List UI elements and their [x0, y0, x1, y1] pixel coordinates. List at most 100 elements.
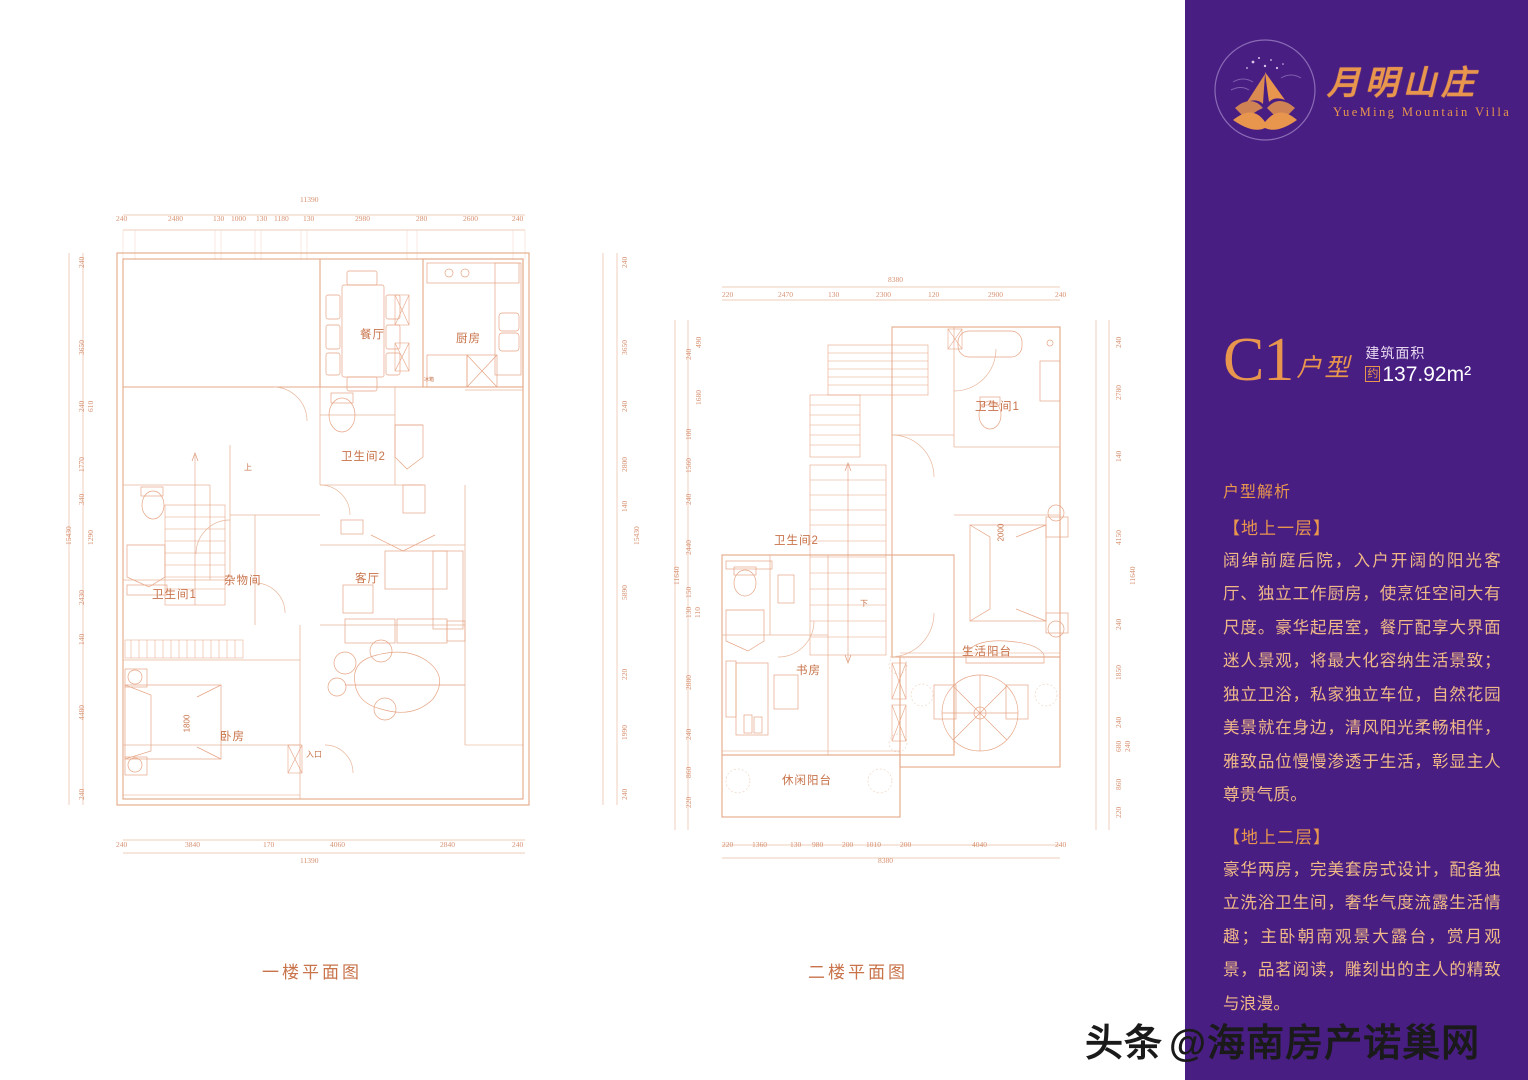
floor1-fridge-label: 冰箱	[424, 377, 435, 383]
floor2-dim-right-6: 240	[1114, 716, 1123, 728]
floor2-dim-right-4: 240	[1114, 618, 1123, 630]
floor2-dim-right-8: 240	[1123, 740, 1132, 752]
floor2-dim-bottom-7: 4040	[972, 840, 987, 849]
floor2-dim-right-3: 4150	[1114, 530, 1123, 545]
floor1-dim-right-7: 1990	[620, 725, 629, 740]
floor1-dim-bottom-4: 2840	[440, 840, 455, 849]
floor1-stair-up-indicator: 上	[244, 463, 252, 472]
floor2-bed-width-dim: 2000	[996, 523, 1006, 542]
brand-logo: 月明山庄 YueMing Mountain Villa	[1213, 34, 1513, 146]
floor1-dim-bottom-0: 240	[116, 840, 128, 849]
floor2-dim-bottom-1: 1360	[752, 840, 767, 849]
brand-name-en: YueMing Mountain Villa	[1333, 105, 1512, 120]
floor1-dim-left-9: 4480	[77, 705, 86, 720]
floor1-dim-right-5: 5890	[620, 585, 629, 600]
floor2-dim-top-5: 2900	[988, 290, 1003, 299]
floor2-dim-right-0: 240	[1114, 336, 1123, 348]
floor1-dim-left-3: 610	[86, 400, 95, 412]
description-heading: 户型解析	[1223, 484, 1292, 501]
section-head-floor2: 【地上二层】	[1223, 827, 1331, 847]
floor2-dim-top-0: 220	[722, 290, 734, 299]
floor2-dim-left-2: 1680	[694, 390, 703, 405]
watermark-account: 海南房产诺巢网	[1207, 1023, 1481, 1065]
unit-description: 户型解析 【地上一层】 阔绰前庭后院，入户开阔的阳光客厅、独立工作厨房，使烹饪空…	[1223, 478, 1501, 1021]
floor2-dim-left-7: 130	[684, 606, 693, 618]
area-label: 建筑面积	[1365, 344, 1426, 361]
floor1-dim-left-2: 240	[77, 400, 86, 412]
area-unit: m²	[1446, 362, 1472, 386]
watermark-handle: @海南房产诺巢网	[1169, 1012, 1480, 1067]
floor1-dim-left-7: 2430	[77, 590, 86, 605]
brand-info-panel: 月明山庄 YueMing Mountain Villa C1 户型 建筑面积 约…	[1185, 0, 1528, 1080]
section-head-floor1: 【地上一层】	[1223, 519, 1331, 538]
floor2-dim-top-3: 2300	[876, 290, 891, 299]
floor2-dim-right-1: 2780	[1114, 385, 1123, 400]
floor2-dim-right-5: 1850	[1114, 665, 1123, 680]
floor1-dim-total-bottom: 11390	[300, 856, 319, 865]
floor2-dim-top-2: 130	[828, 290, 840, 299]
floor2-dim-bottom-4: 200	[842, 840, 854, 849]
floor1-dim-bottom-3: 4060	[330, 840, 345, 849]
floor2-dim-left-0: 490	[694, 336, 703, 348]
floor2-dim-left-1: 240	[684, 348, 693, 360]
floor1-dim-top-3: 1000	[231, 214, 246, 223]
floor1-dim-right-8: 240	[620, 788, 629, 800]
floor1-label-entrance: 入口	[306, 750, 322, 759]
floor2-dim-left-12: 860	[684, 766, 693, 778]
floor2-dim-bottom-2: 130	[790, 840, 802, 849]
floor1-dim-top-4: 130	[256, 214, 268, 223]
area-approx-badge: 约	[1365, 365, 1381, 382]
floor1-dim-top-7: 2980	[355, 214, 370, 223]
floor1-dim-right-3: 2800	[620, 457, 629, 472]
floor1-dim-top-10: 240	[512, 214, 524, 223]
floor2-dim-left-11: 240	[684, 728, 693, 740]
section-body-floor2: 豪华两房，完美套房式设计，配备独立洗浴卫生间，奢华气度流露生活情趣；主卧朝南观景…	[1223, 860, 1501, 1013]
floor1-dim-top-6: 130	[303, 214, 315, 223]
floor1-dim-left-5: 340	[77, 493, 86, 505]
floor2-room-bathroom1: 卫生间1	[975, 401, 1020, 413]
floor2-dim-right-10: 220	[1114, 806, 1123, 818]
floor1-room-dining: 餐厅	[360, 329, 385, 341]
floor1-dim-top-5: 1180	[274, 214, 289, 223]
floor2-dim-left-10: 2880	[684, 675, 693, 690]
floor2-dim-top-4: 120	[928, 290, 940, 299]
floor1-dim-right-4: 140	[620, 500, 629, 512]
floor1-dim-total-top: 11390	[300, 195, 319, 204]
watermark: 头条 @海南房产诺巢网	[1085, 1012, 1480, 1067]
floor2-dim-right-7: 680	[1114, 740, 1123, 752]
floor2-room-bathroom2: 卫生间2	[774, 535, 819, 547]
floor1-dim-top-0: 240	[116, 214, 128, 223]
floor1-room-bathroom1: 卫生间1	[152, 589, 197, 601]
floor2-dim-left-3: 100	[684, 428, 693, 440]
section-body-floor1: 阔绰前庭后院，入户开阔的阳光客厅、独立工作厨房，使烹饪空间大有尺度。豪华起居室，…	[1223, 552, 1501, 805]
floor2-dim-total-bottom: 8380	[878, 856, 893, 865]
floor1-dim-bottom-5: 240	[512, 840, 524, 849]
floor1-dim-top-1: 2480	[168, 214, 183, 223]
floor2-dim-left-9: 110	[693, 607, 702, 618]
floor2-room-life-balcony: 生活阳台	[962, 646, 1012, 658]
floor2-dim-bottom-3: 980	[812, 840, 824, 849]
floor2-stair-down-indicator: 下	[860, 599, 868, 608]
floor1-bed-width-dim: 1800	[182, 714, 192, 733]
floor2-dim-left-4: 1560	[684, 458, 693, 473]
floor2-dim-left-total: 11640	[672, 566, 681, 585]
floor2-plan-drawing	[674, 286, 1110, 859]
floor2-dim-left-5: 240	[684, 493, 693, 505]
floor2-dim-top-1: 2470	[778, 290, 793, 299]
floor1-room-living: 客厅	[355, 573, 380, 585]
floor2-caption: 二楼平面图	[808, 963, 908, 982]
floor1-dim-left-total: 15430	[64, 526, 73, 545]
floor1-dim-left-0: 240	[77, 256, 86, 268]
floor2-dim-total-top: 8380	[888, 275, 903, 284]
unit-code: C1	[1223, 326, 1294, 395]
floor1-dim-bottom-2: 170	[263, 840, 275, 849]
floor1-dim-left-4: 1770	[77, 457, 86, 472]
floor2-dim-bottom-0: 220	[722, 840, 734, 849]
brand-name-cn: 月明山庄	[1327, 65, 1479, 102]
floor1-dim-left-6: 1290	[86, 530, 95, 545]
floor2-dim-bottom-6: 200	[900, 840, 912, 849]
floor1-dim-top-8: 280	[416, 214, 428, 223]
